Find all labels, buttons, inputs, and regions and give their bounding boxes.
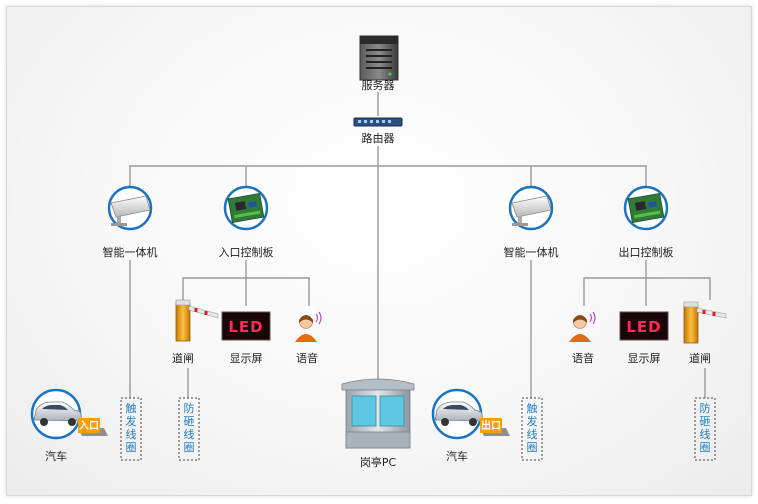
camera-left-node (107, 185, 153, 231)
control-board-icon (627, 192, 665, 224)
voice-left-icon (295, 311, 322, 342)
char: 线 (184, 427, 195, 441)
entry-tag (78, 418, 100, 433)
char: 线 (527, 427, 538, 441)
exit-tag-text: 出口 (481, 419, 501, 432)
display-right-label: 显示屏 (628, 352, 661, 365)
char: 发 (527, 414, 538, 428)
gate-left-label: 道闸 (172, 351, 194, 365)
trigger-loop-right-box (521, 397, 543, 461)
camera-right-node (508, 185, 554, 231)
entry-board-label: 入口控制板 (219, 245, 274, 259)
exit-board-node (623, 185, 669, 231)
display-left-label: 显示屏 (230, 352, 263, 365)
char: 防 (700, 401, 711, 415)
voice-right-label: 语音 (572, 351, 594, 365)
anti-smash-loop-left-box (178, 397, 200, 461)
char: 砸 (184, 415, 195, 428)
exit-board-label: 出口控制板 (619, 245, 674, 259)
router-label: 路由器 (362, 131, 395, 145)
connector-lines (129, 92, 711, 398)
char: 防 (184, 401, 195, 415)
car-icon (434, 401, 483, 426)
car-left-label: 汽车 (45, 449, 67, 463)
anti-smash-loop-left-text: 防 砸 线 圈 (184, 401, 195, 454)
booth-icon (341, 378, 415, 449)
led-display-left-icon: LED (221, 311, 271, 341)
char: 线 (126, 427, 137, 441)
trigger-loop-right-text: 触 发 线 圈 (527, 401, 538, 454)
car-left-node (30, 388, 82, 440)
led-left-text: LED (228, 318, 263, 336)
car-right-node (431, 388, 483, 440)
car-icon (33, 401, 82, 426)
barrier-gate-right-icon (683, 301, 727, 344)
camera-icon (110, 195, 151, 226)
camera-right-label: 智能一体机 (504, 245, 559, 259)
led-display-right-icon: LED (619, 311, 669, 341)
server-icon (359, 35, 399, 81)
voice-right-icon (569, 311, 596, 342)
car-right-label: 汽车 (446, 449, 468, 463)
char: 触 (527, 401, 538, 415)
char: 圈 (527, 441, 538, 454)
entry-board-node (223, 185, 269, 231)
entry-tag-text: 入口 (79, 420, 99, 432)
server-label: 服务器 (362, 79, 395, 92)
trigger-loop-left-text: 触 发 线 圈 (126, 401, 137, 454)
char: 线 (700, 427, 711, 441)
anti-smash-loop-right-text: 防 砸 线 圈 (700, 401, 711, 454)
char: 发 (126, 414, 137, 428)
camera-left-label: 智能一体机 (103, 245, 158, 259)
gate-right-label: 道闸 (689, 351, 711, 365)
exit-tag (480, 418, 502, 433)
router-icon (353, 117, 403, 127)
char: 圈 (126, 441, 137, 454)
voice-left-label: 语音 (296, 351, 318, 365)
control-board-icon (227, 192, 265, 224)
char: 砸 (700, 415, 711, 428)
char: 圈 (184, 441, 195, 454)
anti-smash-loop-right-box (694, 397, 716, 461)
led-right-text: LED (626, 318, 661, 336)
barrier-gate-left-icon (175, 299, 219, 342)
char: 圈 (700, 441, 711, 454)
char: 触 (126, 401, 137, 415)
trigger-loop-left-box (120, 397, 142, 461)
booth-label: 岗亭PC (360, 455, 397, 469)
camera-icon (511, 195, 552, 226)
